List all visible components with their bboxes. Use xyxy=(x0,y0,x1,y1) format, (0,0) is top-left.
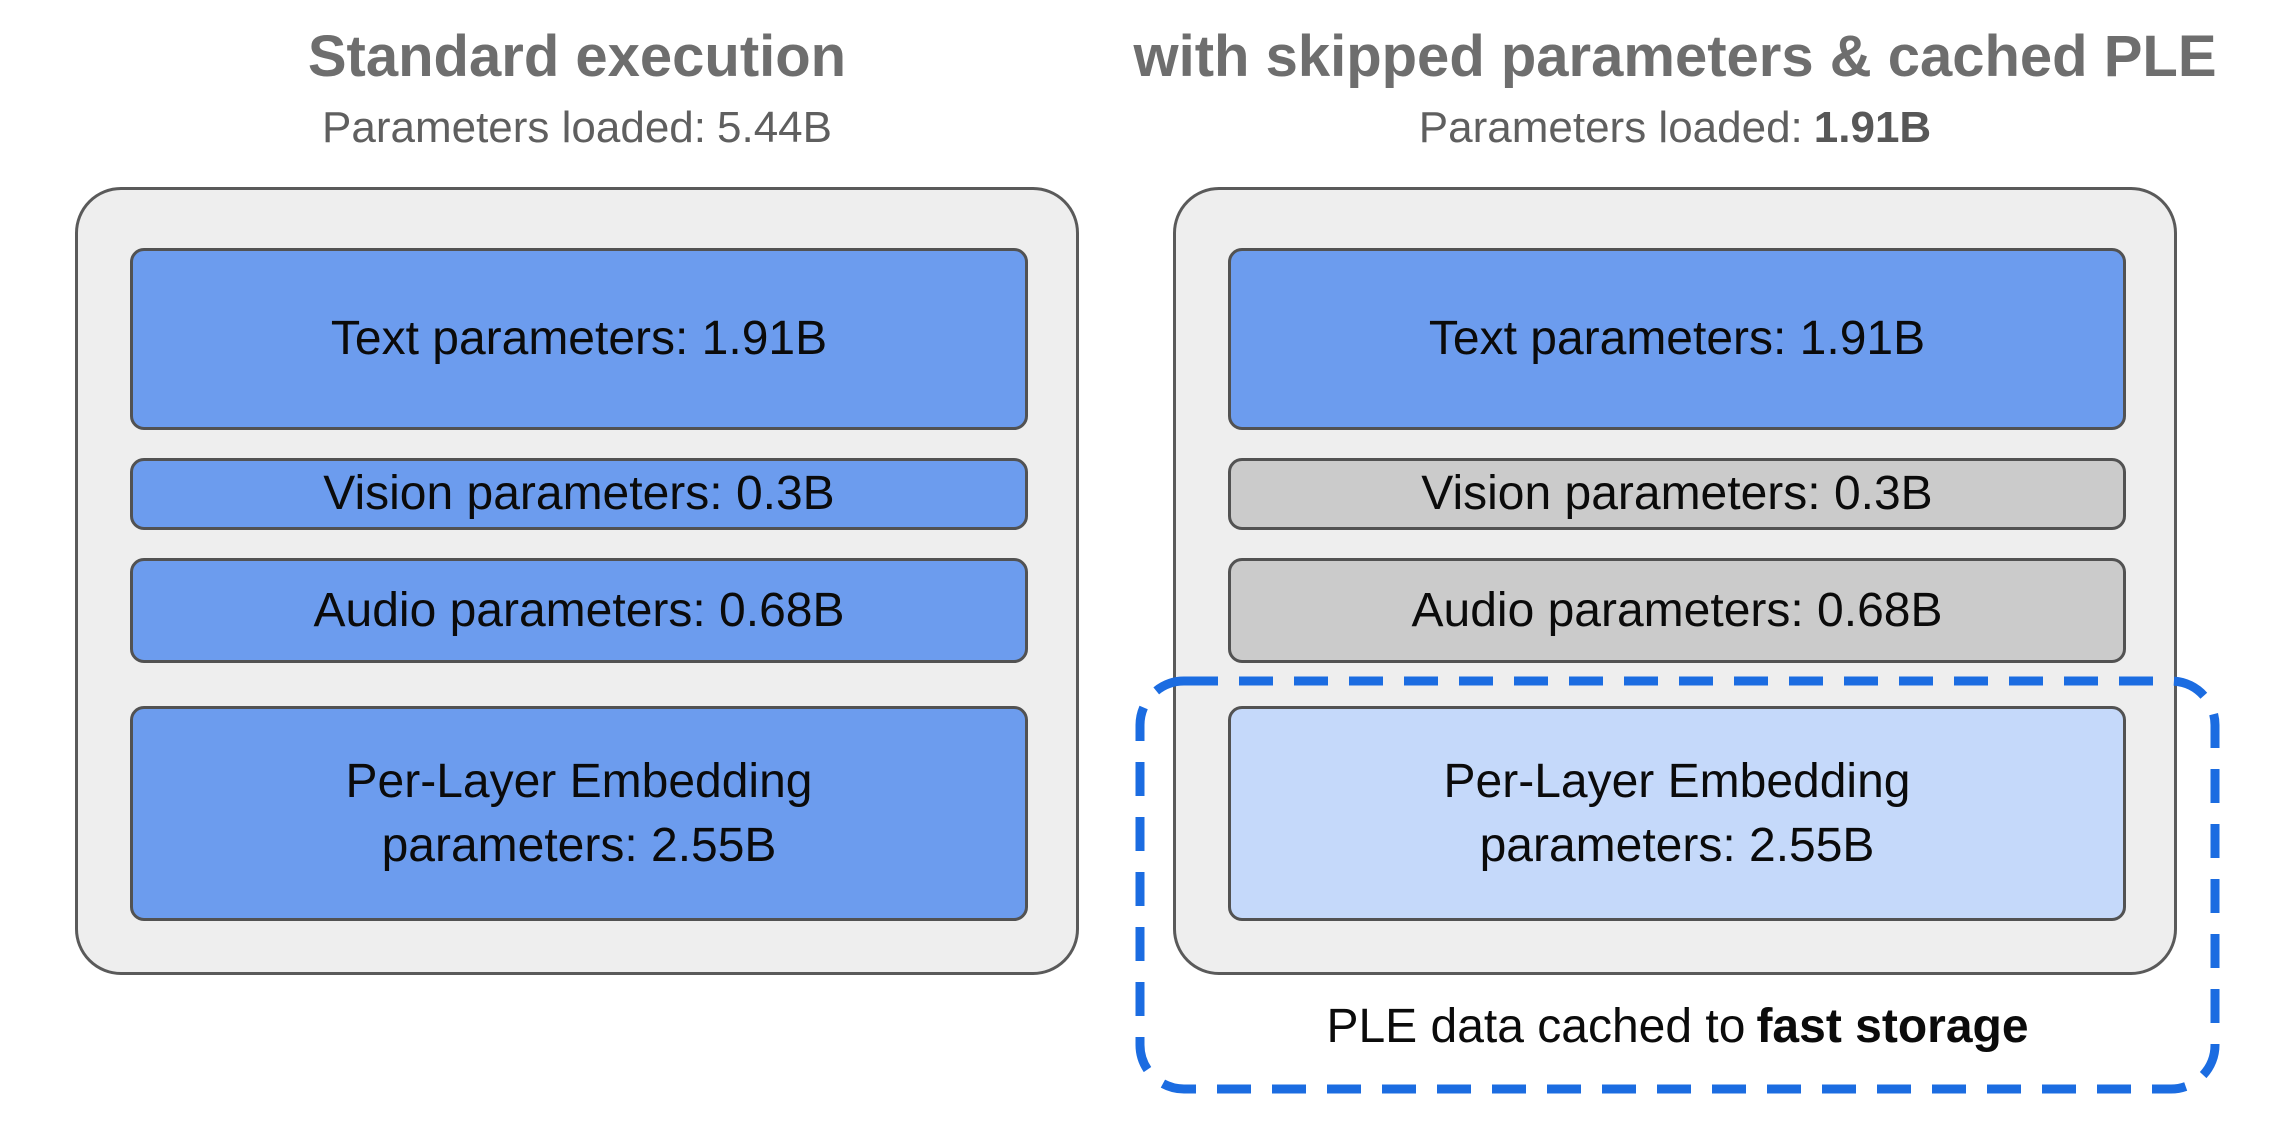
ple-cache-callout-label: PLE data cached to xyxy=(1326,1000,1746,1053)
right-audio-parameters-label: Audio parameters: 0.68B xyxy=(1411,583,1943,637)
left-subtitle-value: 5.44B xyxy=(717,103,832,152)
right-panel-subtitle: Parameters loaded:1.91B xyxy=(1173,102,2177,154)
right-model-container: Text parameters: 1.91B Vision parameters… xyxy=(1173,187,2177,975)
left-panel-title: Standard execution xyxy=(307,24,847,89)
left-ple-parameters-box: Per-Layer Embedding parameters: 2.55B xyxy=(130,706,1028,921)
left-subtitle-label: Parameters loaded: xyxy=(322,103,706,152)
left-model-container: Text parameters: 1.91B Vision parameters… xyxy=(75,187,1079,975)
left-audio-parameters-label: Audio parameters: 0.68B xyxy=(313,583,845,637)
left-vision-parameters-label: Vision parameters: 0.3B xyxy=(323,467,835,520)
right-text-parameters-box: Text parameters: 1.91B xyxy=(1228,248,2126,430)
left-panel-subtitle: Parameters loaded:5.44B xyxy=(75,102,1079,154)
right-subtitle-value: 1.91B xyxy=(1813,103,1932,152)
left-text-parameters-label: Text parameters: 1.91B xyxy=(330,312,828,365)
right-ple-parameters-box-cached: Per-Layer Embedding parameters: 2.55B xyxy=(1228,706,2126,921)
left-audio-parameters-box: Audio parameters: 0.68B xyxy=(130,558,1028,663)
left-text-parameters-box: Text parameters: 1.91B xyxy=(130,248,1028,430)
ple-cache-callout-bold-value: fast storage xyxy=(1756,1000,2029,1053)
right-audio-parameters-box-skipped: Audio parameters: 0.68B xyxy=(1228,558,2126,663)
right-text-parameters-label: Text parameters: 1.91B xyxy=(1428,312,1926,365)
right-ple-parameters-label: Per-Layer Embedding parameters: 2.55B xyxy=(1443,754,1911,872)
right-vision-parameters-box-skipped: Vision parameters: 0.3B xyxy=(1228,458,2126,530)
right-vision-parameters-label: Vision parameters: 0.3B xyxy=(1421,467,1933,520)
left-ple-parameters-label: Per-Layer Embedding parameters: 2.55B xyxy=(345,754,813,872)
left-vision-parameters-box: Vision parameters: 0.3B xyxy=(130,458,1028,530)
right-panel-title: with skipped parameters & cached PLE xyxy=(1133,24,2217,89)
right-subtitle-label: Parameters loaded: xyxy=(1418,103,1803,152)
